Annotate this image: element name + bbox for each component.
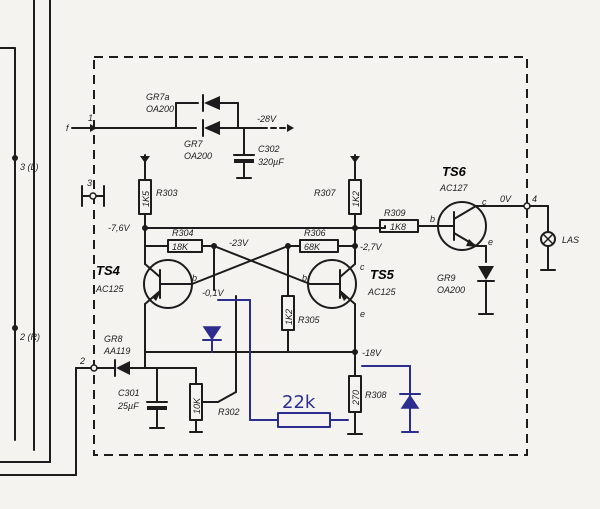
r308-name: R308 <box>365 390 387 400</box>
module-boundary <box>93 56 528 456</box>
ts4-base-pin: b <box>192 273 197 283</box>
r303-name: R303 <box>156 188 178 198</box>
output-terminal-4: 0V 4 <box>497 194 549 233</box>
voltage-minus28: -28V <box>257 114 277 124</box>
gr7a-name: GR7a <box>146 92 170 102</box>
gr7-diode-symbol <box>204 121 220 135</box>
gr8-type: AA119 <box>103 346 130 356</box>
voltage-minus23: -23V <box>229 238 249 248</box>
r304-resistor: 18K R304 <box>144 227 217 253</box>
terminal-2-label: 2 <box>79 356 85 366</box>
c301-capacitor: C301 25µF <box>117 367 168 429</box>
r302-value: 10K <box>192 397 202 414</box>
voltage-0v: 0V <box>500 194 512 204</box>
junction-dot <box>12 155 18 161</box>
gr7a-diode-symbol <box>204 96 220 110</box>
r306-resistor: 68K R306 <box>285 228 358 253</box>
ts5-transistor: TS5 AC125 b c e <box>302 259 397 353</box>
c302-symbol <box>234 159 254 163</box>
r308-resistor: 270 R308 <box>347 351 387 435</box>
r307-resistor: 1K2 R307 <box>314 154 362 265</box>
junction-dot <box>12 325 18 331</box>
ts5-collector-pin: c <box>360 262 365 272</box>
ts5-base-pin: b <box>302 273 307 283</box>
r309-value: 1K8 <box>390 222 406 232</box>
gr7-name: GR7 <box>184 139 204 149</box>
r306-value: 68K <box>304 242 321 252</box>
ts6-emitter-pin: e <box>488 237 493 247</box>
terminal-3-L-label: 3 (L) <box>20 162 39 172</box>
voltage-minus18: -18V <box>362 348 382 358</box>
ts5-name: TS5 <box>370 267 395 282</box>
c302-value: 320µF <box>258 157 284 167</box>
r304-value: 18K <box>172 242 189 252</box>
r308-value: 270 <box>351 390 361 406</box>
voltage-minus01: -0,1V <box>202 288 225 298</box>
c301-value: 25µF <box>117 401 139 411</box>
las-lamp: LAS <box>540 231 579 271</box>
ts5-type: AC125 <box>367 287 397 297</box>
gr7a-type: OA200 <box>146 104 174 114</box>
ts6-base-pin: b <box>430 214 435 224</box>
left-external-wiring: 3 (L) 2 (R) <box>0 0 95 476</box>
r303-value: 1K5 <box>141 190 151 207</box>
gr8-name: GR8 <box>104 334 123 344</box>
r309-name: R309 <box>384 208 406 218</box>
voltage-minus76: -7,6V <box>108 223 131 233</box>
ts6-type: AC127 <box>439 183 469 193</box>
ts5-emitter-pin: e <box>360 309 365 319</box>
r302-potentiometer: 10K R302 <box>189 295 240 433</box>
r303-resistor: 1K5 R303 <box>138 154 178 229</box>
r305-value: 1K2 <box>284 309 294 325</box>
ts6-name: TS6 <box>442 164 467 179</box>
terminal-3-ground: 3 <box>81 178 105 207</box>
voltage-minus27: -2,7V <box>360 242 383 252</box>
r305-name: R305 <box>298 315 321 325</box>
handwritten-modification: 22k <box>202 299 421 433</box>
ts6-collector-pin: c <box>482 197 487 207</box>
r307-value: 1K2 <box>351 191 361 207</box>
r306-name: R306 <box>304 228 326 238</box>
gr9-name: GR9 <box>437 273 456 283</box>
cross-coupling-wire <box>191 245 289 285</box>
r309-resistor: 1K8 R309 <box>379 208 441 233</box>
terminal-3-label: 3 <box>87 178 92 188</box>
terminal-4-label: 4 <box>532 194 537 204</box>
gr9-diode: GR9 OA200 <box>437 266 495 315</box>
cross-coupling-wire <box>213 245 311 285</box>
terminal-2-R-label: 2 (R) <box>19 332 40 342</box>
gr9-type: OA200 <box>437 285 465 295</box>
gr8-diode: 2 GR8 AA119 <box>79 334 197 377</box>
gr7-type: OA200 <box>184 151 212 161</box>
ts4-name: TS4 <box>96 263 121 278</box>
ts6-transistor: TS6 AC127 b c e <box>430 164 499 263</box>
input-f-section: f 1 GR7a OA200 GR7 OA200 -28V C302 320µF <box>66 92 294 179</box>
r307-name: R307 <box>314 188 337 198</box>
terminal-f-label: f <box>66 123 70 133</box>
c302-name: C302 <box>258 144 280 154</box>
ts4-transistor: TS4 AC125 b <box>95 245 197 353</box>
lamp-label: LAS <box>562 235 579 245</box>
handwritten-22k-label: 22k <box>282 392 316 413</box>
r305-resistor: 1K2 R305 <box>281 269 321 353</box>
c301-name: C301 <box>118 388 140 398</box>
r304-name: R304 <box>172 228 194 238</box>
terminal-1-label: 1 <box>88 113 93 123</box>
r302-name: R302 <box>218 407 240 417</box>
ts4-type: AC125 <box>95 284 125 294</box>
